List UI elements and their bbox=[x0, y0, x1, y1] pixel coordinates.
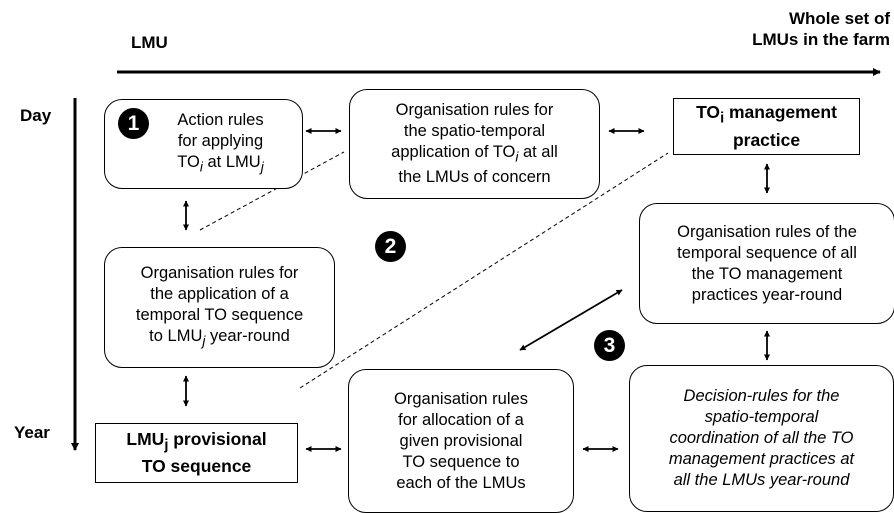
box-spatio-temporal-application: Organisation rules for the spatio-tempor… bbox=[349, 89, 600, 199]
axis-label-year: Year bbox=[14, 423, 50, 442]
box-allocation: Organisation rules for allocation of a g… bbox=[348, 369, 574, 513]
connector-diagonal-temporal-application bbox=[519, 289, 623, 351]
axis-label-whole-set: Whole set of LMUs in the farm bbox=[752, 9, 890, 49]
box-provisional-sequence: LMUj provisional TO sequence bbox=[95, 423, 298, 483]
marker-2: 2 bbox=[375, 231, 406, 262]
box-action-rules: Action rules for applying TOi at LMUj bbox=[104, 99, 303, 189]
dashed-separator-upper bbox=[199, 151, 345, 231]
marker-1: 1 bbox=[118, 108, 149, 139]
dashed-separator-lower bbox=[299, 152, 669, 389]
marker-3: 3 bbox=[594, 330, 625, 361]
axis-label-lmu: LMU bbox=[131, 33, 168, 52]
box-application-sequence: Organisation rules for the application o… bbox=[104, 247, 335, 368]
axis-label-day: Day bbox=[20, 106, 52, 125]
box-temporal-sequence-all: Organisation rules of the temporal seque… bbox=[639, 203, 894, 324]
box-management-practice: TOi management practice bbox=[673, 98, 860, 155]
box-decision-rules: Decision-rules for the spatio-temporal c… bbox=[629, 365, 894, 512]
